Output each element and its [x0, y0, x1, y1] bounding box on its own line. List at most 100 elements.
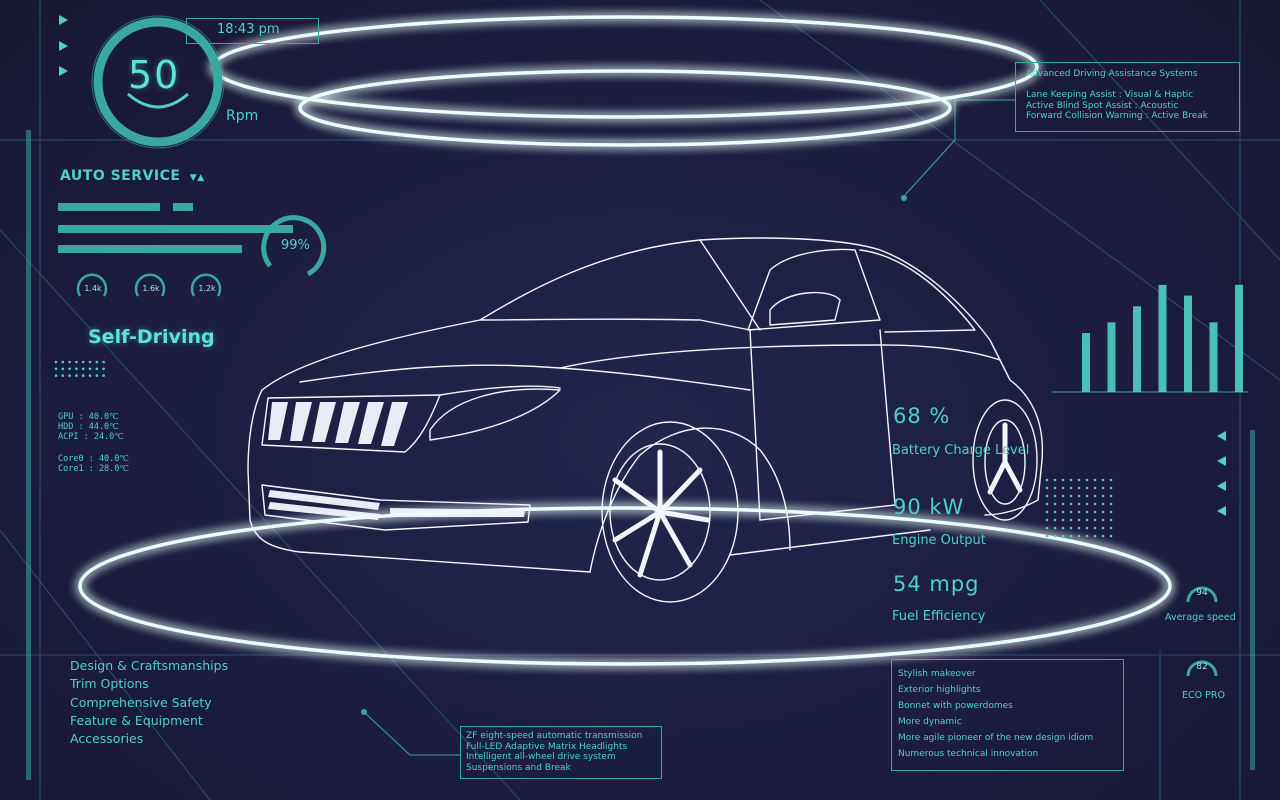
menu-item-accessories[interactable]: Accessories: [70, 731, 144, 746]
play-icon: [59, 15, 68, 25]
dot: [54, 360, 58, 364]
dot: [61, 360, 65, 364]
dot: [54, 367, 58, 371]
dot: [1109, 526, 1113, 530]
temperature-list-b: Core0 : 40.0℃ Core1 : 28.0℃: [58, 454, 129, 474]
dot: [1109, 518, 1113, 522]
left-arrow-indicators: [1217, 431, 1226, 516]
chart-bar: [1184, 295, 1192, 392]
dot: [1101, 534, 1105, 538]
progress-bar: [58, 245, 242, 253]
temp-core0: Core0 : 40.0℃: [58, 454, 129, 464]
dot: [1077, 478, 1081, 482]
dot: [88, 367, 92, 371]
spec-awd: Intelligent all-wheel drive system: [466, 752, 616, 762]
dot: [75, 374, 78, 377]
chart-bar: [1235, 284, 1243, 392]
dot: [1109, 494, 1113, 498]
dot: [95, 360, 99, 364]
temp-core1: Core1 : 28.0℃: [58, 464, 129, 474]
dot: [1085, 518, 1089, 522]
dot: [1061, 510, 1065, 514]
dot: [75, 367, 78, 371]
dot: [1101, 478, 1105, 482]
dot: [1077, 486, 1081, 490]
spec-headlights: Full-LED Adaptive Matrix Headlights: [466, 741, 628, 752]
temperature-list-a: GPU : 40.0℃ HDD : 44.0℃ ACPI : 24.0℃: [58, 412, 124, 442]
dot: [1085, 534, 1089, 538]
self-driving-mode[interactable]: Self-Driving: [88, 326, 215, 348]
dot: [1061, 518, 1065, 522]
gauge-3-label: 1.2k: [198, 284, 216, 293]
adas-title: Advanced Driving Assistance Systems: [1026, 69, 1198, 79]
dot: [1077, 510, 1081, 514]
dot: [1093, 526, 1097, 530]
menu-item-design[interactable]: Design & Craftsmanships: [70, 658, 229, 673]
dot: [1061, 494, 1065, 498]
engine-label: Engine Output: [892, 533, 986, 548]
dot: [68, 374, 71, 377]
dot: [1045, 510, 1049, 514]
fuel-value: 54 mpg: [893, 572, 980, 596]
features-panel: Stylish makeover Exterior highlights Bon…: [891, 659, 1124, 771]
dot: [1053, 478, 1057, 482]
right-mini-gauges: [1186, 586, 1218, 677]
dot: [1045, 502, 1049, 506]
menu-item-safety[interactable]: Comprehensive Safety: [70, 695, 212, 710]
dot: [1093, 486, 1097, 490]
progress-bar: [58, 203, 160, 211]
dot: [1101, 518, 1105, 522]
features-list: Stylish makeover Exterior highlights Bon…: [898, 666, 1093, 762]
temp-hdd: HDD : 44.0℃: [58, 422, 119, 432]
dot: [1093, 534, 1097, 538]
dot: [102, 367, 105, 371]
chart-bar: [1158, 284, 1167, 392]
progress-percent: 99%: [281, 238, 310, 253]
adas-lane-keeping: Lane Keeping Assist : Visual & Haptic: [1026, 90, 1194, 100]
dot: [1053, 502, 1057, 506]
dot: [68, 360, 71, 364]
chart-bar: [1107, 322, 1116, 392]
adas-collision: Forward Collision Warning : Active Break: [1026, 111, 1209, 121]
auto-service-title[interactable]: AUTO SERVICE ▼▲: [60, 168, 205, 184]
play-icon: [59, 66, 68, 76]
dot: [1093, 518, 1097, 522]
dot: [102, 374, 105, 377]
arrow-left-icon: [1217, 456, 1226, 466]
menu-item-trim[interactable]: Trim Options: [70, 676, 149, 691]
dot: [1101, 486, 1105, 490]
chart-bar: [1133, 306, 1141, 392]
dot: [1053, 510, 1057, 514]
dot: [1045, 534, 1049, 538]
dot: [1061, 478, 1065, 482]
menu-item-equipment[interactable]: Feature & Equipment: [70, 713, 203, 728]
spec-transmission: ZF eight-speed automatic transmission: [466, 731, 643, 741]
dot-matrix-left: [54, 360, 105, 377]
rpm-value: 50: [128, 53, 181, 97]
dot: [75, 360, 78, 364]
dot: [1045, 526, 1049, 530]
adas-list: Lane Keeping Assist : Visual & Haptic Ac…: [1026, 90, 1208, 122]
dot: [1077, 526, 1081, 530]
specs-list: ZF eight-speed automatic transmission Fu…: [466, 731, 642, 773]
dot: [1093, 478, 1097, 482]
dot: [1077, 502, 1081, 506]
dot: [1101, 526, 1105, 530]
dot: [1093, 510, 1097, 514]
dot: [1085, 502, 1089, 506]
chart-bar: [1209, 322, 1218, 392]
feature-item: More agile pioneer of the new design idi…: [898, 733, 1094, 743]
dot: [1069, 502, 1073, 506]
dot: [1061, 534, 1065, 538]
dot: [1045, 494, 1049, 498]
dot: [81, 374, 85, 377]
feature-item: Exterior highlights: [898, 685, 981, 695]
dot: [1061, 486, 1065, 490]
dot-matrix-right: [1045, 478, 1113, 538]
dot: [102, 360, 105, 364]
dot: [61, 374, 65, 377]
dot: [61, 367, 65, 371]
